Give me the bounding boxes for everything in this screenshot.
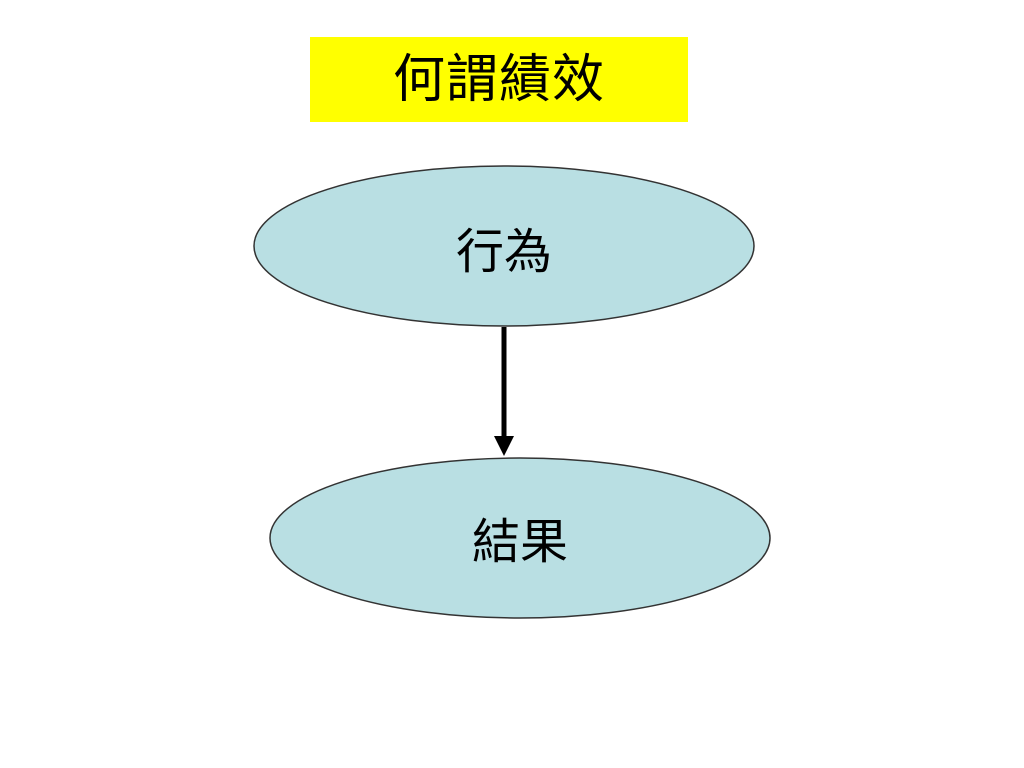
node-result-label: 結果 <box>471 514 569 570</box>
node-behavior-label: 行為 <box>455 224 553 280</box>
title-banner: 何謂績效 <box>310 37 688 122</box>
node-result <box>269 457 771 619</box>
page-title: 何謂績效 <box>392 49 605 110</box>
node-behavior <box>253 165 755 327</box>
arrowhead <box>494 436 514 456</box>
